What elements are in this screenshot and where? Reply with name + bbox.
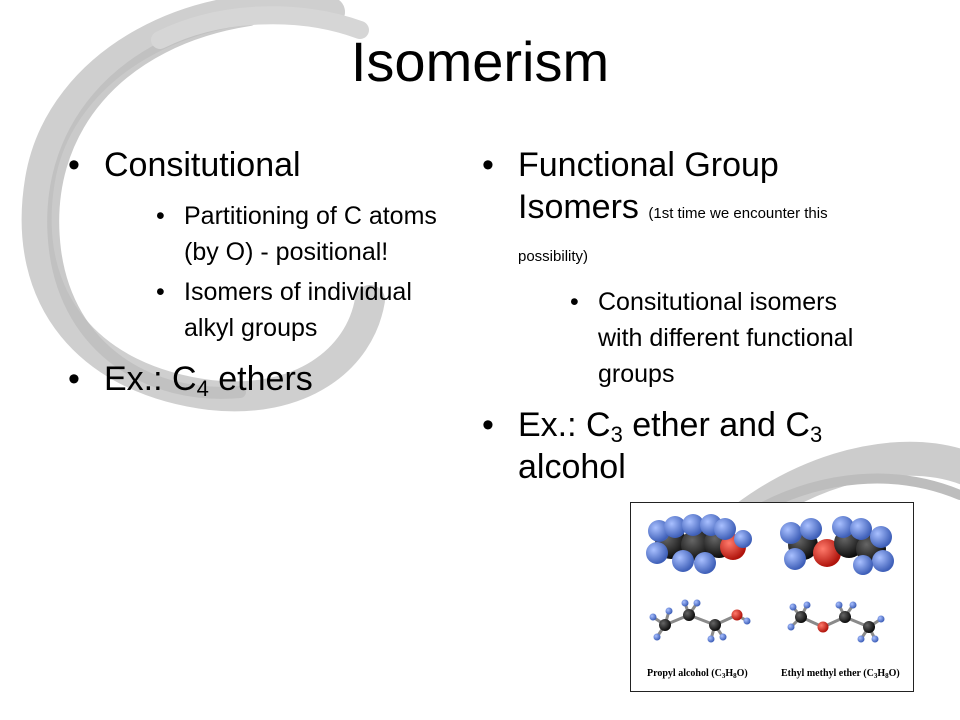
left-column: Consitutional Partitioning of C atoms (b… [64, 144, 444, 408]
bullet-c3-ether-alcohol: Ex.: C3 ether and C3 alcohol [478, 404, 858, 488]
right-column: Functional Group Isomers (1st time we en… [478, 144, 858, 496]
propyl-alcohol-ball-stick [649, 599, 751, 643]
ethyl-methyl-ether-ball-stick [787, 601, 885, 643]
molecule-models [646, 514, 894, 643]
ethyl-methyl-ether-space-filling [780, 516, 894, 575]
bullet-functional-group-isomers: Functional Group Isomers (1st time we en… [478, 144, 858, 392]
sub-bullet-alkyl-isomers: Isomers of individual alkyl groups [154, 274, 444, 346]
molecule-figure: Propyl alcohol (C3H8O) Ethyl methyl ethe… [630, 502, 914, 692]
note-first-time: (1st time we encounter this possibility) [518, 205, 828, 265]
caption-propyl-alcohol: Propyl alcohol (C3H8O) [647, 668, 748, 680]
propyl-alcohol-space-filling [646, 514, 752, 574]
sub-bullet-different-functional-groups: Consitutional isomers with different fun… [568, 284, 858, 392]
sub-bullet-partitioning: Partitioning of C atoms (by O) - positio… [154, 198, 444, 270]
bullet-c4-ethers: Ex.: C4 ethers [64, 358, 444, 400]
bullet-constitutional: Consitutional Partitioning of C atoms (b… [64, 144, 444, 346]
slide-title: Isomerism [350, 30, 610, 93]
caption-ethyl-methyl-ether: Ethyl methyl ether (C3H8O) [781, 668, 900, 680]
